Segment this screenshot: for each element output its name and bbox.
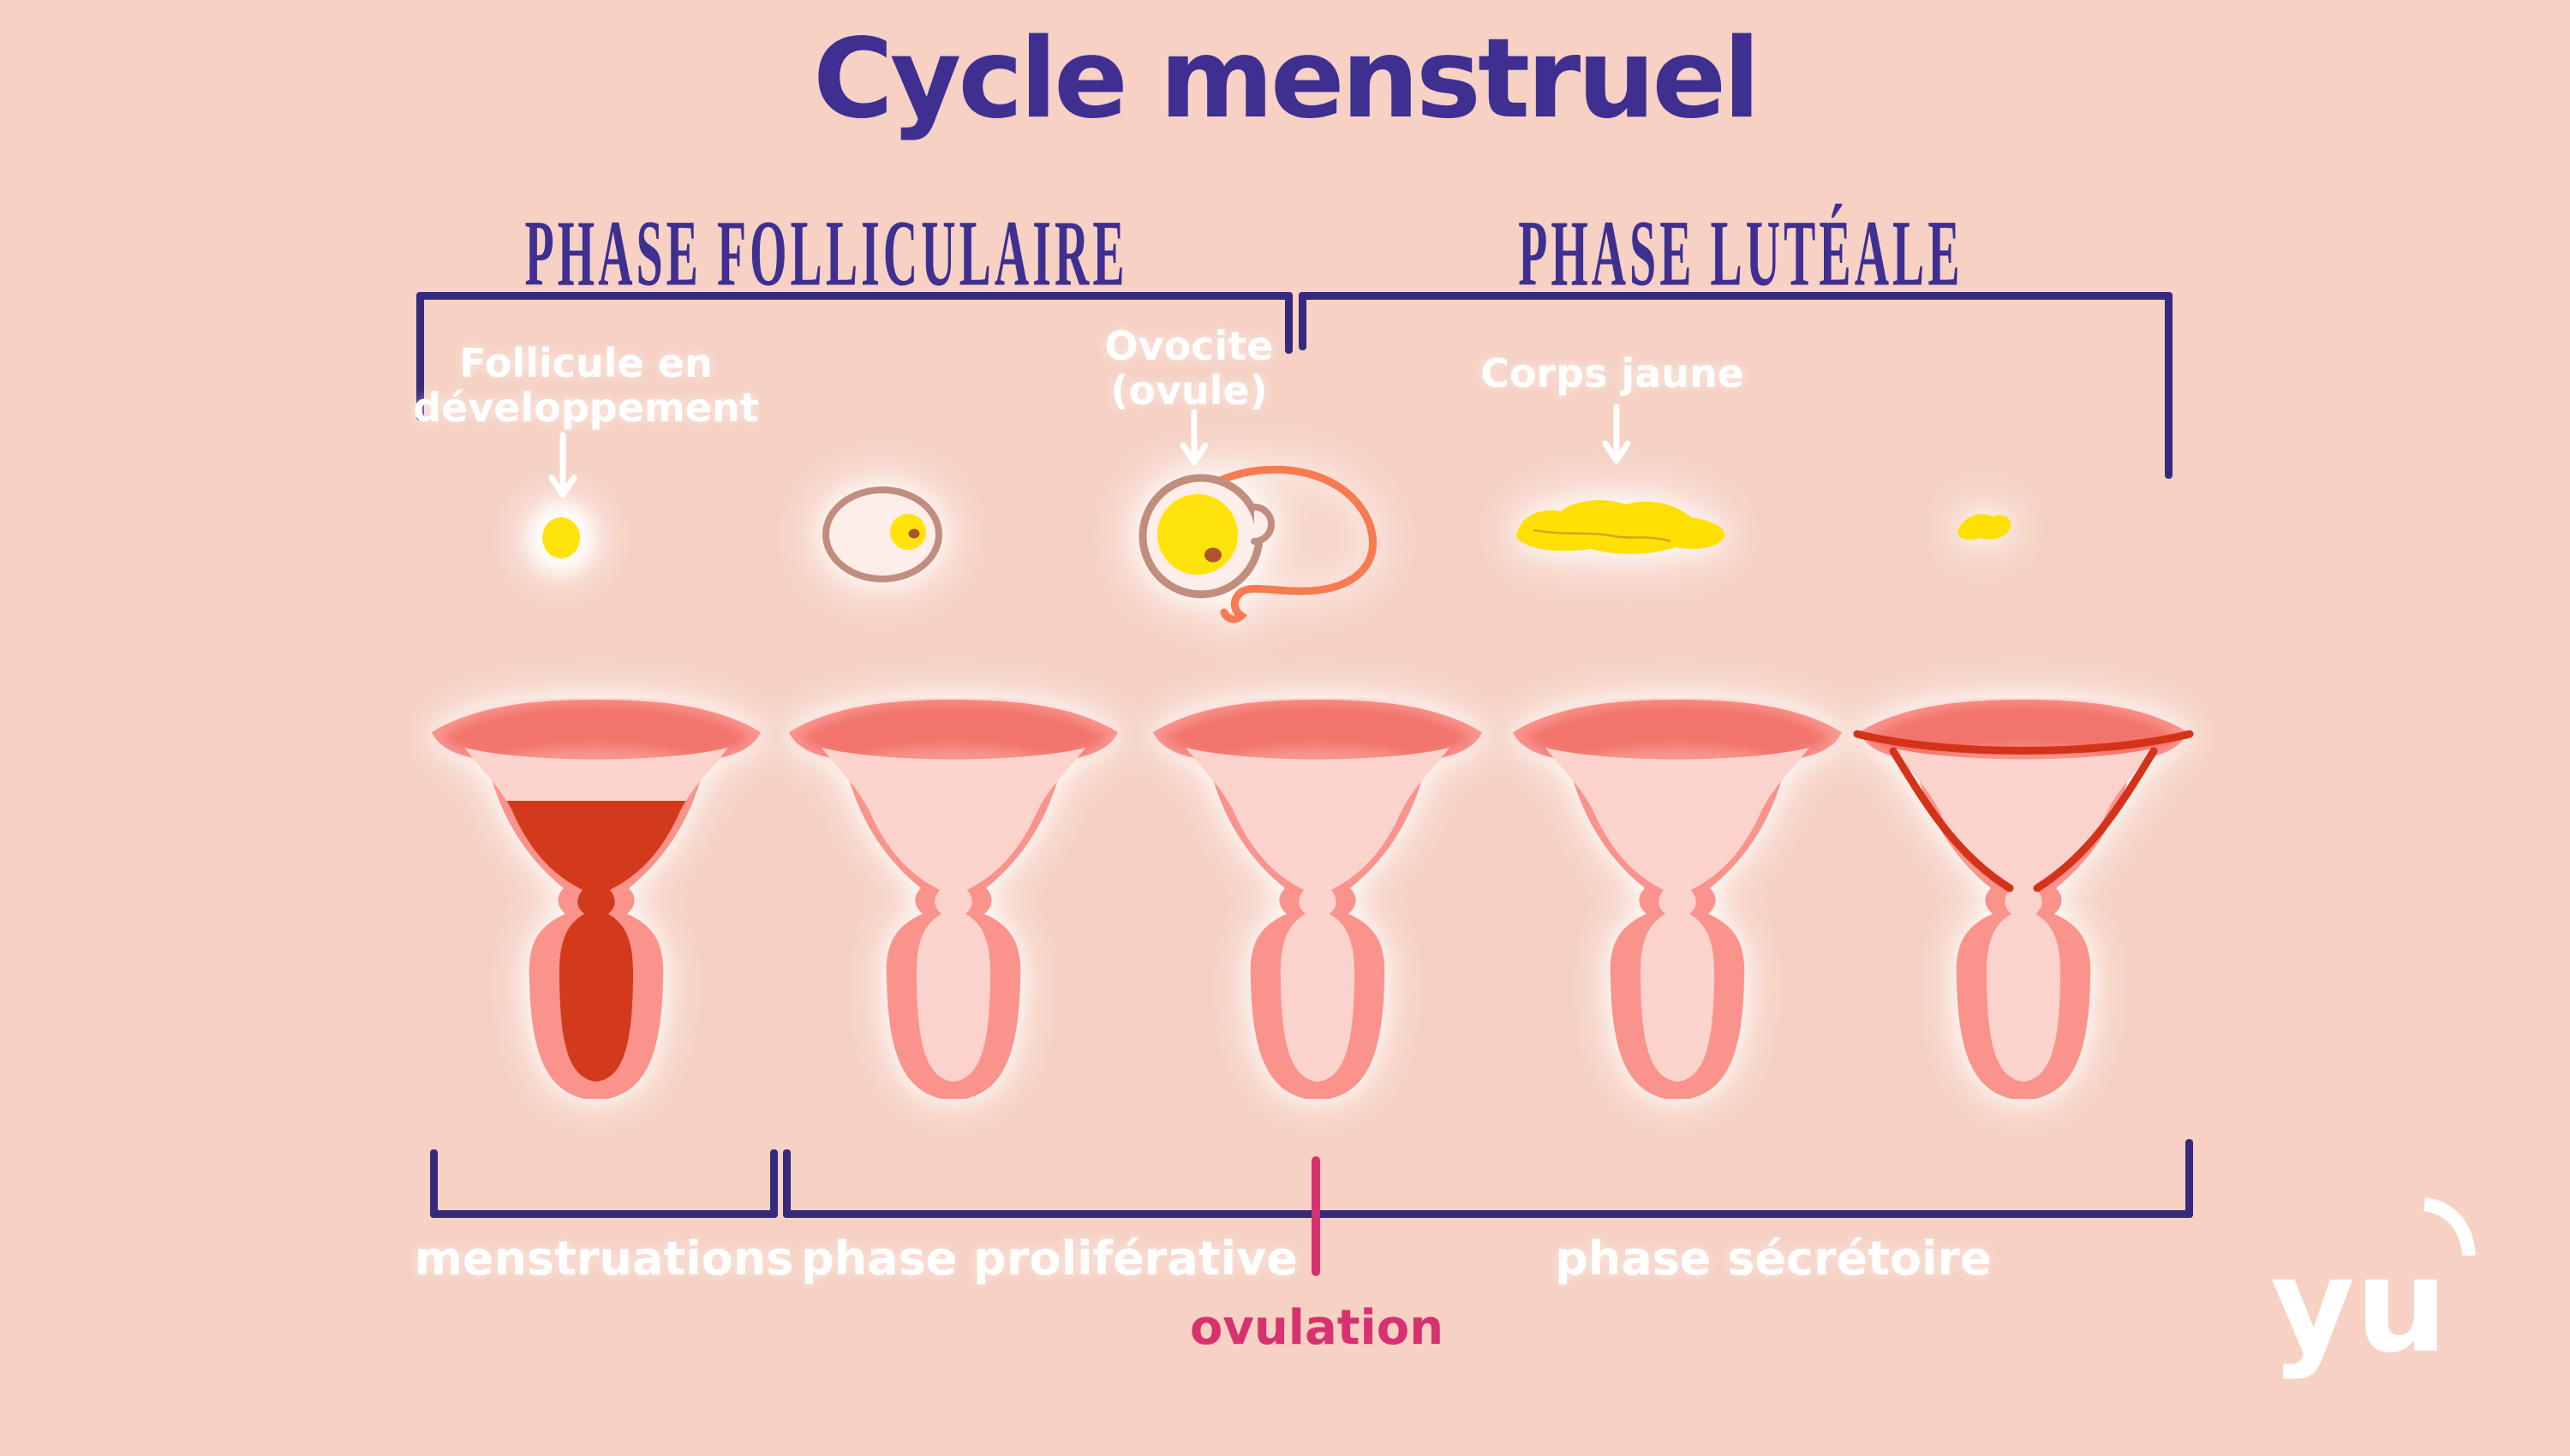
top-bracket-luteal-right-tick — [2165, 292, 2173, 479]
top-bracket-follicular-line — [416, 292, 1293, 300]
top-bracket-follicular-right-tick — [1285, 292, 1293, 354]
top-bracket-luteal-line — [1299, 292, 2173, 300]
top-bracket-luteal-left-tick — [1299, 292, 1306, 350]
bottom-bracket-main-line — [783, 1210, 2193, 1218]
callout-follicle-line2: développement — [413, 385, 759, 431]
callout-corpus-luteum: Corps jaune — [1480, 350, 1744, 397]
label-menstruation: menstruations — [414, 1232, 794, 1286]
bottom-bracket-secretory-right-tick — [2185, 1139, 2193, 1218]
callout-follicle-line1: Follicule en — [459, 340, 713, 386]
arrow-down-follicle-icon — [548, 432, 577, 498]
uterus-secretory — [1497, 698, 1857, 1126]
regressing-corpus-luteum-figure — [1957, 514, 2011, 540]
ovulated-oocyte-figure — [1139, 465, 1377, 624]
callout-ovocyte-line2: (ovule) — [1110, 367, 1268, 414]
uterus-thickened-endometrium — [1844, 698, 2203, 1126]
yu-logo: yu — [2270, 1197, 2493, 1394]
bottom-bracket-menstruation-left-tick — [430, 1149, 438, 1218]
label-proliferative: phase proliférative — [801, 1232, 1298, 1286]
phase-follicular-header: PHASE FOLLICULAIRE — [441, 200, 1212, 306]
bottom-bracket-proliferative-left-tick — [783, 1149, 791, 1218]
phase-luteal-label: PHASE LUTÉALE — [1518, 200, 1963, 306]
developing-follicle-figure — [822, 486, 942, 582]
phase-luteal-header: PHASE LUTÉALE — [1355, 200, 2126, 306]
callout-ovocyte: Ovocite (ovule) — [992, 324, 1386, 413]
uterus-early-proliferative — [774, 698, 1133, 1126]
label-ovulation: ovulation — [1189, 1300, 1444, 1356]
label-secretory: phase sécrétoire — [1555, 1232, 1992, 1286]
bottom-bracket-menstruation-right-tick — [770, 1149, 778, 1218]
uterus-late-proliferative — [1138, 698, 1497, 1126]
yu-logo-accent-icon — [2423, 1197, 2476, 1256]
bottom-bracket-menstruation-line — [430, 1210, 778, 1218]
arrow-down-corpus-luteum-icon — [1602, 403, 1631, 464]
callout-follicle: Follicule en développement — [372, 341, 800, 430]
fallopian-tube-path — [1214, 465, 1377, 624]
top-bracket-follicular-left-tick — [416, 292, 424, 421]
yu-logo-text: yu — [2270, 1230, 2448, 1381]
corpus-luteum-figure — [1516, 500, 1725, 554]
primary-follicle-figure — [542, 517, 580, 558]
ovulation-tick — [1312, 1156, 1320, 1276]
uterus-menstruation — [416, 698, 776, 1126]
arrow-down-ovocyte-icon — [1180, 409, 1209, 466]
page-title: Cycle menstruel — [812, 15, 1760, 143]
callout-ovocyte-line1: Ovocite — [1104, 323, 1274, 369]
phase-follicular-label: PHASE FOLLICULAIRE — [525, 200, 1128, 306]
